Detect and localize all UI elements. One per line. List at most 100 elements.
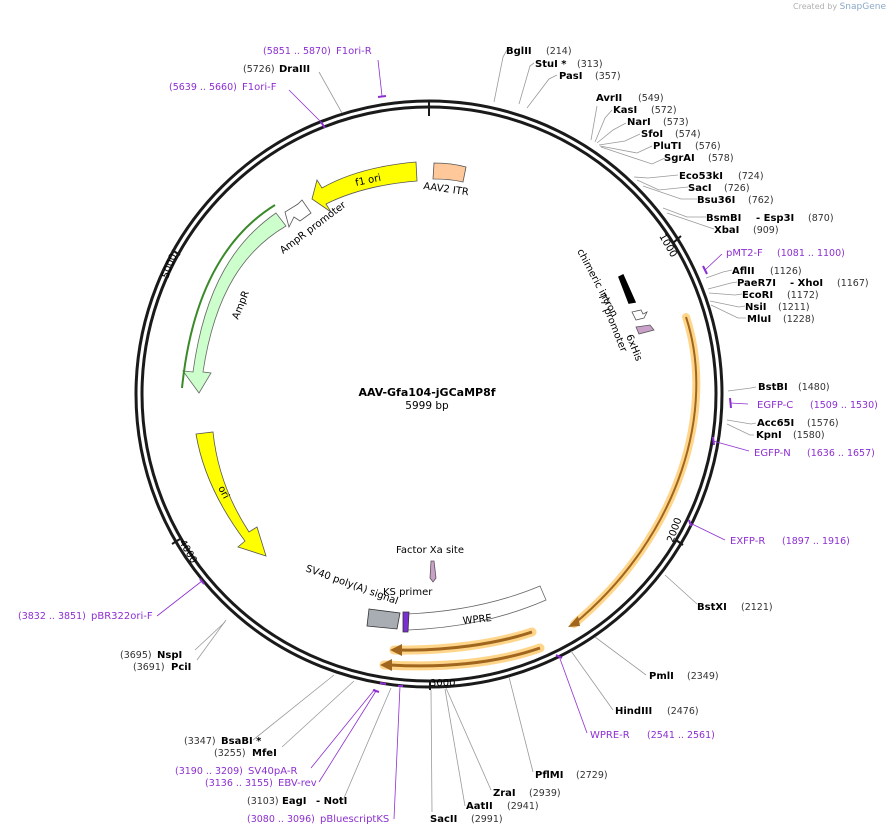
site-bglii[interactable]: BglII: [506, 46, 532, 57]
site-sacii[interactable]: SacII: [430, 814, 457, 825]
primer-f1ori-f[interactable]: F1ori-F: [242, 82, 277, 93]
feature-orange-bottom1[interactable]: [399, 630, 533, 652]
feature-aav2-itr[interactable]: [432, 162, 467, 183]
site-pasi-pos: (357): [595, 71, 621, 82]
feature-orange-right[interactable]: [573, 316, 698, 625]
enzyme-leader-lines: [194, 49, 757, 813]
site-saci[interactable]: SacI: [688, 183, 712, 194]
primer-sv40pa-r-range: (3190 .. 3209): [175, 766, 243, 777]
site-paer7i[interactable]: PaeR7I: [737, 278, 776, 289]
site-eagi[interactable]: EagI: [282, 796, 306, 807]
primer-wpre-r[interactable]: WPRE-R: [590, 730, 630, 741]
primer-exfp-r[interactable]: EXFP-R: [730, 536, 765, 547]
feature-t7-promoter[interactable]: [631, 309, 648, 321]
feature-ks-primer[interactable]: [402, 611, 410, 633]
site-esp3i[interactable]: - Esp3I: [756, 213, 794, 224]
site-sacii-pos: (2991): [471, 814, 503, 825]
site-ecori-pos: (1172): [787, 290, 819, 301]
primer-ebv-rev[interactable]: EBV-rev: [278, 778, 317, 789]
site-aatii-pos: (2941): [507, 801, 539, 812]
site-aatii[interactable]: AatII: [466, 801, 493, 812]
feature-f1-ori[interactable]: [311, 161, 418, 213]
site-sgrai-pos: (578): [708, 153, 734, 164]
primer-pbr322ori-f[interactable]: pBR322ori-F: [91, 611, 153, 622]
site-bsabi-pos: (3347): [184, 736, 216, 747]
feature-label-factor-xa-site: Factor Xa site: [396, 545, 464, 556]
site-kpni[interactable]: KpnI: [756, 430, 782, 441]
site-zrai-pos: (2939): [529, 788, 561, 799]
primer-wpre-r-range: (2541 .. 2561): [647, 730, 715, 741]
site-mlui[interactable]: MluI: [747, 314, 771, 325]
site-ecori[interactable]: EcoRI: [742, 290, 773, 301]
feature-label-wpre: WPRE: [462, 613, 492, 627]
site-hindiii-pos: (2476): [667, 706, 699, 717]
feature-label-aav2-itr: AAV2 ITR: [423, 181, 470, 198]
site-xhoi[interactable]: - XhoI: [790, 278, 823, 289]
feature-label-ampr: AmpR: [231, 289, 252, 321]
site-aflii-pos: (1126): [770, 266, 802, 277]
site-bsmbi[interactable]: BsmBI: [706, 213, 741, 224]
site-xbai-pos: (909): [753, 225, 779, 236]
feature-ori[interactable]: [195, 431, 267, 557]
primer-pbr322ori-f-range: (3832 .. 3851): [18, 611, 86, 622]
primer-f1ori-r[interactable]: F1ori-R: [336, 46, 372, 57]
primer-egfp-c[interactable]: EGFP-C: [757, 400, 793, 411]
feature-label-f1-ori: f1 ori: [354, 173, 382, 189]
site-eco53ki[interactable]: Eco53kI: [679, 171, 723, 182]
site-nsii[interactable]: NsiI: [745, 302, 766, 313]
site-sfoi-pos: (574): [675, 129, 701, 140]
site-bstbi[interactable]: BstBI: [758, 382, 788, 393]
plasmid-size: 5999 bp: [405, 400, 449, 412]
tick-3000: 3000: [430, 678, 455, 689]
feature-6xhis[interactable]: [635, 324, 655, 335]
site-pluti[interactable]: PluTI: [653, 141, 681, 152]
primer-pmt2-f[interactable]: pMT2-F: [726, 248, 763, 259]
feature-orange-bottom2[interactable]: [389, 646, 541, 668]
feature-chimeric-intron[interactable]: [618, 273, 637, 304]
feature-sv40-polya[interactable]: [366, 608, 401, 630]
feature-factor-xa-site[interactable]: [429, 560, 437, 583]
site-bsabi[interactable]: BsaBI *: [221, 736, 262, 747]
site-draiii-pos: (5726): [243, 64, 275, 75]
site-acc65i-pos: (1576): [807, 418, 839, 429]
site-pflmi-pos: (2729): [576, 770, 608, 781]
site-nari[interactable]: NarI: [627, 117, 651, 128]
site-pluti-pos: (576): [695, 141, 721, 152]
site-noti[interactable]: - NotI: [316, 796, 347, 807]
feature-ampr-promoter[interactable]: [284, 199, 312, 229]
primer-pbluescriptks[interactable]: pBluescriptKS: [320, 814, 389, 825]
site-acc65i[interactable]: Acc65I: [757, 418, 794, 429]
site-sfoi[interactable]: SfoI: [641, 129, 663, 140]
primer-ebv-rev-range: (3136 .. 3155): [205, 778, 273, 789]
site-nsii-pos: (1211): [778, 302, 810, 313]
site-hindiii[interactable]: HindIII: [615, 706, 652, 717]
site-xbai[interactable]: XbaI: [714, 225, 739, 236]
site-bsu36i[interactable]: Bsu36I: [697, 195, 735, 206]
site-bsu36i-pos: (762): [748, 195, 774, 206]
site-zrai[interactable]: ZraI: [493, 788, 516, 799]
site-bglii-pos: (214): [546, 46, 572, 57]
site-kasi[interactable]: KasI: [613, 105, 637, 116]
site-avrii[interactable]: AvrII: [596, 93, 622, 104]
feature-ampr[interactable]: [182, 212, 287, 394]
site-pasi[interactable]: PasI: [559, 71, 582, 82]
site-mfei[interactable]: MfeI: [252, 748, 277, 759]
site-pmli-pos: (2349): [687, 671, 719, 682]
feature-label-ori: ori: [215, 484, 231, 501]
site-nspi[interactable]: NspI: [157, 650, 182, 661]
feature-label-ampr-promoter: AmpR promoter: [278, 199, 349, 256]
primer-sv40pa-r[interactable]: SV40pA-R: [248, 766, 297, 777]
site-pmli[interactable]: PmlI: [649, 671, 674, 682]
site-aflii[interactable]: AflII: [732, 266, 755, 277]
site-pflmi[interactable]: PflMI: [535, 770, 563, 781]
primer-exfp-r-range: (1897 .. 1916): [782, 536, 850, 547]
site-pcii[interactable]: PciI: [171, 662, 191, 673]
site-sgrai[interactable]: SgrAI: [664, 153, 695, 164]
site-draiii[interactable]: DraIII: [279, 64, 310, 75]
primer-egfp-n[interactable]: EGFP-N: [754, 448, 791, 459]
primer-f1ori-f-range: (5639 .. 5660): [169, 82, 237, 93]
site-eagi-pos: (3103): [247, 796, 279, 807]
site-stui[interactable]: StuI *: [535, 59, 567, 70]
site-bstxi[interactable]: BstXI: [697, 602, 727, 613]
